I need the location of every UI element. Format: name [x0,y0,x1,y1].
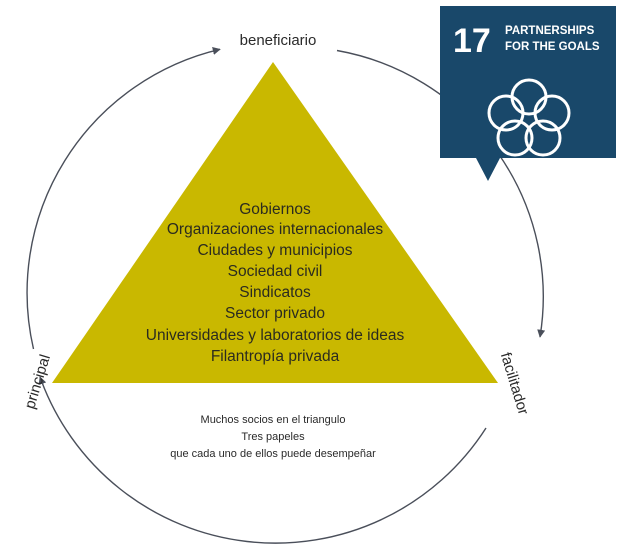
partners-triangle [52,62,498,383]
actor-item: Sindicatos [239,284,311,301]
five-interlocking-rings-icon [487,78,571,157]
role-label-right: facilitador [497,351,532,417]
actor-item: Organizaciones internacionales [167,221,384,238]
sdg17-badge: 17 PARTNERSHIPS FOR THE GOALS [440,6,616,181]
actor-item: Filantropía privada [211,348,340,365]
caption-line: Tres papeles [241,431,305,443]
badge-background [440,6,616,181]
caption-line: que cada uno de ellos puede desempeñar [170,448,376,460]
badge-title-line2: FOR THE GOALS [505,41,600,53]
caption-line: Muchos socios en el triangulo [201,414,346,426]
actor-list: Gobiernos Organizaciones internacionales… [146,201,405,365]
arc-principal-to-beneficiario [26,47,221,350]
actor-item: Universidades y laboratorios de ideas [146,327,405,344]
actor-item: Gobiernos [239,201,311,218]
badge-title-line1: PARTNERSHIPS [505,25,595,37]
caption: Muchos socios en el triangulo Tres papel… [170,414,376,460]
actor-item: Sociedad civil [228,263,323,280]
role-label-left: principal [21,352,54,410]
role-label-top: beneficiario [240,32,317,49]
arc-facilitador-to-principal [38,376,487,544]
actor-item: Sector privado [225,305,325,322]
badge-number: 17 [453,22,491,60]
actor-item: Ciudades y municipios [197,242,352,259]
